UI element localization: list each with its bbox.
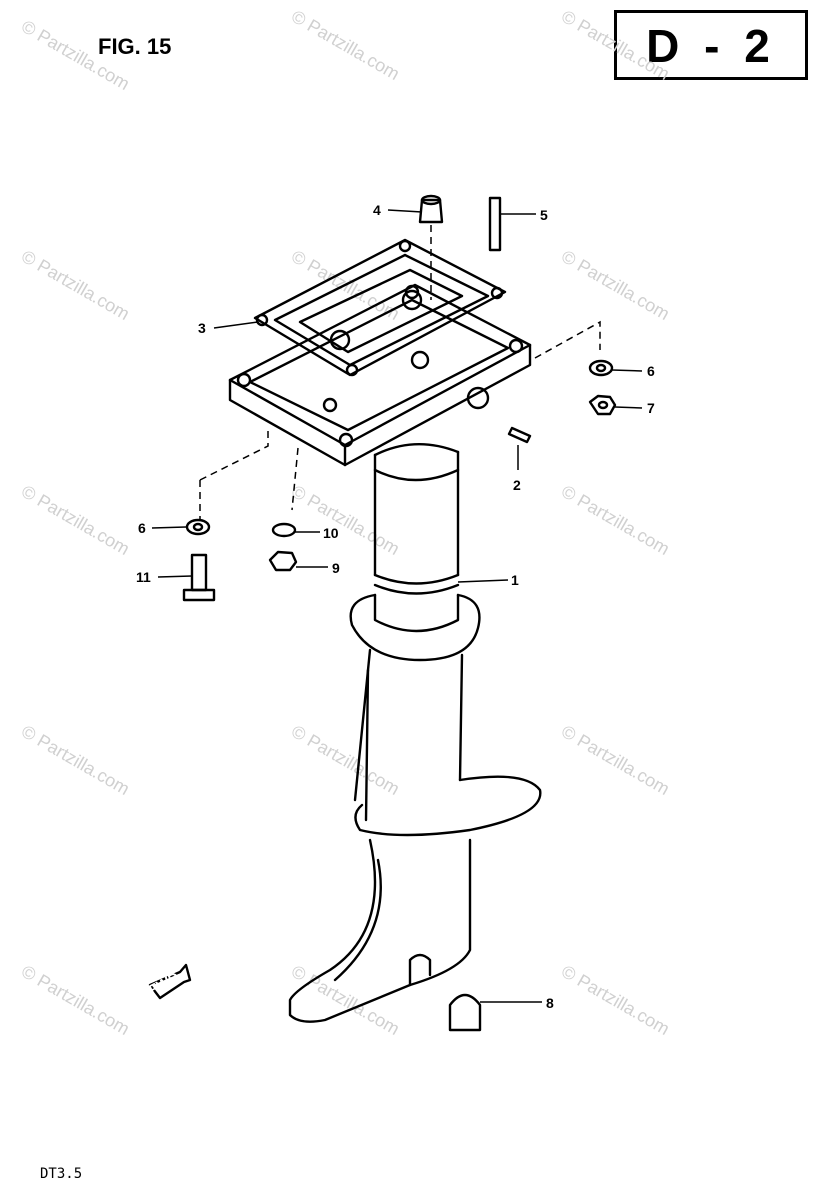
washer-part-6-right	[588, 359, 614, 377]
figure-label: FIG. 15	[98, 34, 172, 59]
watermark-11: © Partzilla.com	[288, 721, 403, 799]
watermark-9: © Partzilla.com	[558, 481, 673, 559]
leader-4	[387, 209, 423, 213]
bolt-part-11	[182, 553, 216, 602]
callout-5: 5	[540, 207, 548, 223]
watermark-15: © Partzilla.com	[558, 961, 673, 1039]
callout-6-right: 6	[647, 363, 655, 379]
plug-part-8	[448, 993, 482, 1032]
watermark-layer: © Partzilla.com © Partzilla.com © Partzi…	[18, 6, 673, 1039]
fwd-label: FWD	[146, 969, 182, 998]
watermark-1: © Partzilla.com	[18, 16, 133, 94]
washer-part-6-left	[185, 518, 211, 536]
leader-6b	[151, 526, 187, 529]
watermark-4: © Partzilla.com	[18, 246, 133, 324]
callout-9: 9	[332, 560, 340, 576]
leader-3	[213, 321, 259, 329]
washer-part-10	[271, 522, 297, 538]
forward-arrow-mark	[148, 963, 192, 1000]
callout-7: 7	[647, 400, 655, 416]
watermark-7: © Partzilla.com	[18, 481, 133, 559]
dowel-part-2	[507, 426, 532, 444]
mounting-plate	[228, 283, 532, 467]
watermark-6: © Partzilla.com	[558, 246, 673, 324]
callout-6-left: 6	[138, 520, 146, 536]
callout-2: 2	[513, 477, 521, 493]
driveshaft-housing-part-1	[288, 443, 542, 1023]
callout-11: 11	[136, 569, 151, 585]
callout-8: 8	[546, 995, 554, 1011]
leader-1	[457, 579, 509, 583]
watermark-8: © Partzilla.com	[288, 481, 403, 559]
leader-7	[614, 406, 643, 409]
callout-10: 10	[323, 525, 339, 541]
nut-part-9	[268, 550, 298, 572]
callout-3: 3	[198, 320, 206, 336]
cap-part-4	[418, 194, 444, 224]
gasket-part-3	[253, 238, 507, 377]
watermark-13: © Partzilla.com	[18, 961, 133, 1039]
watermark-3: © Partzilla.com	[558, 6, 673, 84]
section-code: D - 2	[646, 20, 776, 72]
section-code-box: D - 2	[614, 10, 808, 80]
nut-part-7	[588, 394, 617, 416]
assembly-line-right	[534, 320, 601, 359]
model-label: DT3.5	[40, 1166, 83, 1182]
assembly-line-left	[199, 428, 269, 481]
watermark-2: © Partzilla.com	[288, 6, 403, 84]
leader-11	[157, 575, 193, 578]
watermark-14: © Partzilla.com	[288, 961, 403, 1039]
watermark-10: © Partzilla.com	[18, 721, 133, 799]
callout-4: 4	[373, 202, 381, 218]
watermark-12: © Partzilla.com	[558, 721, 673, 799]
assembly-line-center	[291, 447, 299, 511]
leader-6a	[611, 369, 643, 372]
callout-1: 1	[511, 572, 519, 588]
pin-part-5	[488, 196, 502, 252]
